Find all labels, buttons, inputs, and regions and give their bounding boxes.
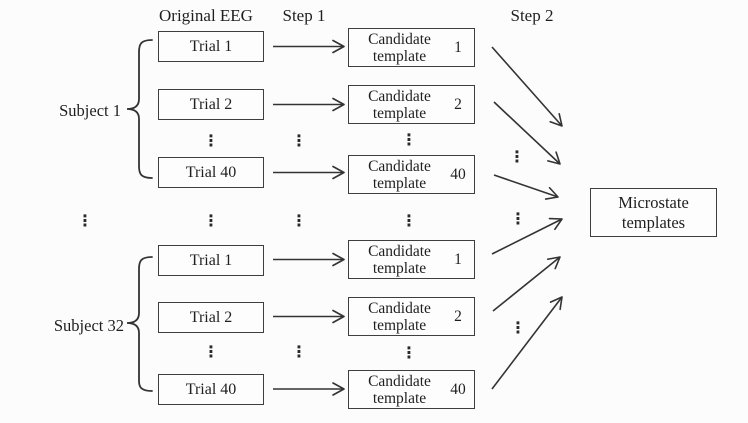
candidate-label-line2: template <box>372 104 427 122</box>
output-label-line2: templates <box>621 212 686 232</box>
step2-arrow <box>491 217 563 255</box>
candidate-template-label: Candidate template <box>349 158 474 192</box>
candidate-template-box: Candidate template 2 <box>348 297 475 336</box>
candidate-template-box: Candidate template 40 <box>348 155 475 194</box>
candidate-template-box: Candidate template 40 <box>348 370 475 409</box>
vertical-ellipsis: ⋮ <box>291 342 307 361</box>
vertical-ellipsis: ⋮ <box>401 211 417 230</box>
candidate-index: 40 <box>450 380 466 398</box>
trial-box: Trial 2 <box>158 302 264 333</box>
step1-arrows <box>273 39 345 396</box>
trial-label: Trial 1 <box>189 251 233 269</box>
vertical-ellipsis: ⋮ <box>291 211 307 230</box>
trial-label: Trial 2 <box>189 308 233 326</box>
vertical-ellipsis: ⋮ <box>401 343 417 362</box>
step2-arrow <box>491 296 563 390</box>
output-label-line1: Microstate <box>618 192 689 212</box>
subject-label: Subject 32 <box>53 316 124 335</box>
candidate-template-box: Candidate template 1 <box>348 28 475 67</box>
trial-label: Trial 2 <box>189 95 233 113</box>
trial-box: Trial 40 <box>158 374 264 405</box>
candidate-label-line1: Candidate <box>368 157 431 175</box>
candidate-index: 2 <box>454 307 462 325</box>
subject-32-brace <box>126 256 153 392</box>
column-header-step-2: Step 2 <box>510 6 554 25</box>
trial-box: Trial 2 <box>158 89 264 120</box>
column-header-step-1: Step 1 <box>282 6 326 25</box>
candidate-index: 1 <box>454 38 462 56</box>
vertical-ellipsis: ⋮ <box>510 318 526 337</box>
candidate-template-label: Candidate template <box>349 243 474 277</box>
subject-label: Subject 1 <box>59 101 121 120</box>
candidate-label-line1: Candidate <box>368 372 431 390</box>
trial-box: Trial 40 <box>158 157 264 188</box>
vertical-ellipsis: ⋮ <box>203 131 219 150</box>
vertical-ellipsis: ⋮ <box>77 211 93 230</box>
candidate-template-box: Candidate template 2 <box>348 85 475 124</box>
step2-arrow <box>491 46 563 127</box>
candidate-label-line2: template <box>372 316 427 334</box>
vertical-ellipsis: ⋮ <box>510 209 526 228</box>
vertical-ellipsis: ⋮ <box>401 130 417 149</box>
vertical-ellipsis: ⋮ <box>203 342 219 361</box>
candidate-template-label: Candidate template <box>349 88 474 122</box>
candidate-label-line2: template <box>372 174 427 192</box>
trial-box: Trial 1 <box>158 31 264 62</box>
candidate-template-label: Candidate template <box>349 373 474 407</box>
step2-arrows <box>491 46 563 390</box>
subject-1-brace <box>126 39 153 179</box>
candidate-label-line2: template <box>372 47 427 65</box>
trial-box: Trial 1 <box>158 245 264 276</box>
trial-label: Trial 40 <box>185 163 237 181</box>
candidate-index: 1 <box>454 250 462 268</box>
step2-arrow <box>493 174 559 200</box>
microstate-templates-box: Microstate templates <box>590 188 717 237</box>
trial-label: Trial 40 <box>185 380 237 398</box>
candidate-index: 40 <box>450 165 466 183</box>
vertical-ellipsis: ⋮ <box>509 147 525 166</box>
candidate-label-line1: Candidate <box>368 242 431 260</box>
candidate-template-label: Candidate template <box>349 300 474 334</box>
step2-arrow <box>492 256 561 312</box>
candidate-label-line1: Candidate <box>368 30 431 48</box>
step2-arrow <box>493 101 561 165</box>
candidate-label-line2: template <box>372 259 427 277</box>
candidate-label-line1: Candidate <box>368 87 431 105</box>
candidate-index: 2 <box>454 95 462 113</box>
candidate-template-box: Candidate template 1 <box>348 240 475 279</box>
trial-label: Trial 1 <box>189 37 233 55</box>
candidate-template-label: Candidate template <box>349 31 474 65</box>
candidate-label-line2: template <box>372 389 427 407</box>
vertical-ellipsis: ⋮ <box>291 131 307 150</box>
column-header-original-eeg: Original EEG <box>159 6 253 25</box>
vertical-ellipsis: ⋮ <box>203 211 219 230</box>
candidate-label-line1: Candidate <box>368 299 431 317</box>
microstate-templates-label: Microstate templates <box>618 193 689 233</box>
